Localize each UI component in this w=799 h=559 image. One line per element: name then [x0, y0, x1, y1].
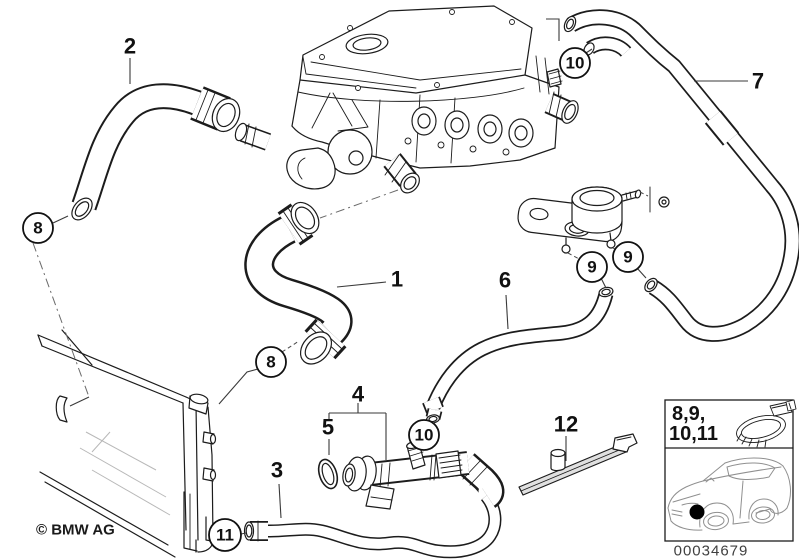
callout-5-label[interactable]: 5 — [322, 415, 334, 440]
callout-4-label[interactable]: 4 — [352, 382, 365, 407]
thermostat-stub — [544, 91, 579, 124]
svg-text:9[interactable]: 9 — [587, 258, 596, 277]
car-silhouette — [667, 457, 791, 531]
callout-9-circle-b[interactable] — [612, 241, 644, 273]
leader-10a — [585, 48, 593, 54]
image-number: 00034679 — [674, 543, 749, 559]
leader-6 — [505, 294, 509, 330]
leader-1 — [336, 281, 387, 288]
callout-10-circle-b[interactable] — [408, 419, 440, 451]
radiator-fins — [79, 431, 171, 516]
svg-text:8[interactable]: 8 — [266, 353, 275, 372]
leader-4-bracket — [328, 403, 387, 460]
callout-6-label[interactable]: 6 — [499, 268, 511, 293]
callout-11-circle[interactable] — [208, 518, 242, 552]
hose-3 — [243, 491, 502, 559]
callout-9-circle-a[interactable] — [576, 251, 608, 283]
leader-8b-solid — [218, 368, 259, 405]
inset-box: 8,9, 10,11 — [664, 399, 797, 559]
copyright-text: © BMW AG — [36, 522, 115, 539]
callout-1-label[interactable]: 1 — [391, 267, 403, 292]
svg-text:8[interactable]: 8 — [33, 219, 42, 238]
hose-2 — [71, 83, 241, 221]
o-ring-5 — [317, 458, 339, 490]
threaded-fitting-10a — [546, 68, 563, 88]
cable-tie-12 — [518, 433, 638, 496]
coolant-flange — [517, 186, 670, 262]
location-dot — [689, 504, 705, 520]
callout-12-label[interactable]: 12 — [554, 412, 578, 437]
radiator — [37, 329, 217, 558]
inset-callout-line2: 10,11 — [669, 423, 718, 445]
leader-8a-clip — [69, 396, 90, 407]
callout-3-label[interactable]: 3 — [271, 458, 283, 483]
leader-9a — [600, 277, 607, 289]
hose-6 — [422, 286, 614, 424]
leader-hose1-dashdot — [319, 189, 399, 219]
leader-8b-dashed — [281, 340, 300, 353]
callout-2-label[interactable]: 2 — [124, 34, 136, 59]
hose-clamp-icon — [736, 399, 797, 448]
callouts: 2 1 6 7 3 4 5 12 8 8 9 9 10 10 — [22, 18, 764, 552]
hose-7 — [563, 9, 799, 342]
engine — [234, 5, 579, 194]
leader-3 — [278, 483, 282, 519]
radiator-filler-neck — [188, 393, 209, 415]
callout-8-circle-a[interactable] — [22, 212, 54, 244]
water-pipe-4 — [342, 440, 505, 510]
callout-7-label[interactable]: 7 — [752, 69, 764, 94]
engine-outlet-stub — [383, 153, 420, 194]
callout-8-circle-b[interactable] — [255, 346, 287, 378]
leader-8a — [52, 215, 69, 224]
hose-1 — [244, 201, 353, 365]
svg-text:11[interactable]: 11 — [216, 526, 234, 545]
leader-10a-step — [546, 18, 560, 41]
inset-callout-line1: 8,9, — [672, 403, 705, 425]
callout-10-circle-a[interactable] — [559, 47, 591, 79]
leader-8a-dashdot — [32, 242, 90, 398]
svg-text:9[interactable]: 9 — [623, 248, 632, 267]
leader-9b — [636, 267, 647, 279]
svg-text:10[interactable]: 10 — [415, 426, 434, 445]
svg-text:10[interactable]: 10 — [566, 54, 585, 73]
engine-left-stub — [234, 122, 272, 151]
